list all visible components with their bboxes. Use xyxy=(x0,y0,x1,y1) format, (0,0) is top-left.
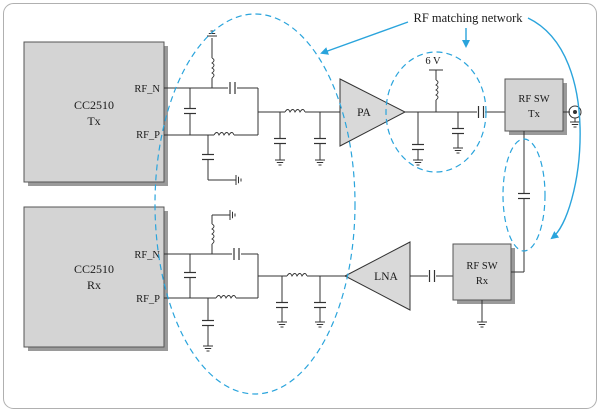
rf-switch-rx-line1: RF SW xyxy=(466,261,497,272)
rf-switch-tx-line1: RF SW xyxy=(518,94,549,105)
pa-output-highlight xyxy=(385,51,487,173)
lna-input-coupling xyxy=(410,269,453,283)
rx-chip: CC2510 Rx RF_N RF_P xyxy=(23,206,168,351)
arrow-to-switch-cap xyxy=(527,17,581,240)
supply-voltage-label: 6 V xyxy=(425,56,441,67)
rx-pin-rf-p: RF_P xyxy=(136,294,160,305)
rx-chip-mode: Rx xyxy=(87,278,101,292)
lna-label: LNA xyxy=(374,271,398,283)
pa-amplifier: PA xyxy=(339,78,407,147)
tx-rx-balun-highlight xyxy=(154,13,356,395)
tx-pin-rf-n: RF_N xyxy=(134,84,160,95)
rf-switch-rx-line2: Rx xyxy=(476,276,489,287)
pa-output-network: 6 V xyxy=(405,56,505,166)
figure-frame xyxy=(3,3,597,409)
rx-chip-name: CC2510 xyxy=(74,262,114,276)
lna-amplifier: LNA xyxy=(343,241,411,311)
switch-cap-highlight xyxy=(502,138,546,252)
rf-switch-tx: RF SW Tx xyxy=(504,78,567,135)
tx-chip: CC2510 Tx RF_N RF_P xyxy=(23,41,168,186)
tx-chip-mode: Tx xyxy=(87,114,100,128)
rx-balun-network xyxy=(164,209,345,352)
tx-chip-name: CC2510 xyxy=(74,98,114,112)
arrow-to-balun xyxy=(320,21,409,55)
tx-balun-network xyxy=(164,30,340,186)
rf-switch-tx-line2: Tx xyxy=(528,109,540,120)
matching-network-annotation: RF matching network xyxy=(154,11,581,395)
pa-label: PA xyxy=(357,107,371,119)
switch-interconnect xyxy=(511,131,531,273)
rf-switch-rx: RF SW Rx xyxy=(452,243,515,328)
tx-pin-rf-p: RF_P xyxy=(136,130,160,141)
rx-pin-rf-n: RF_N xyxy=(134,250,160,261)
annotation-label: RF matching network xyxy=(413,11,523,25)
antenna-connector xyxy=(563,105,582,128)
